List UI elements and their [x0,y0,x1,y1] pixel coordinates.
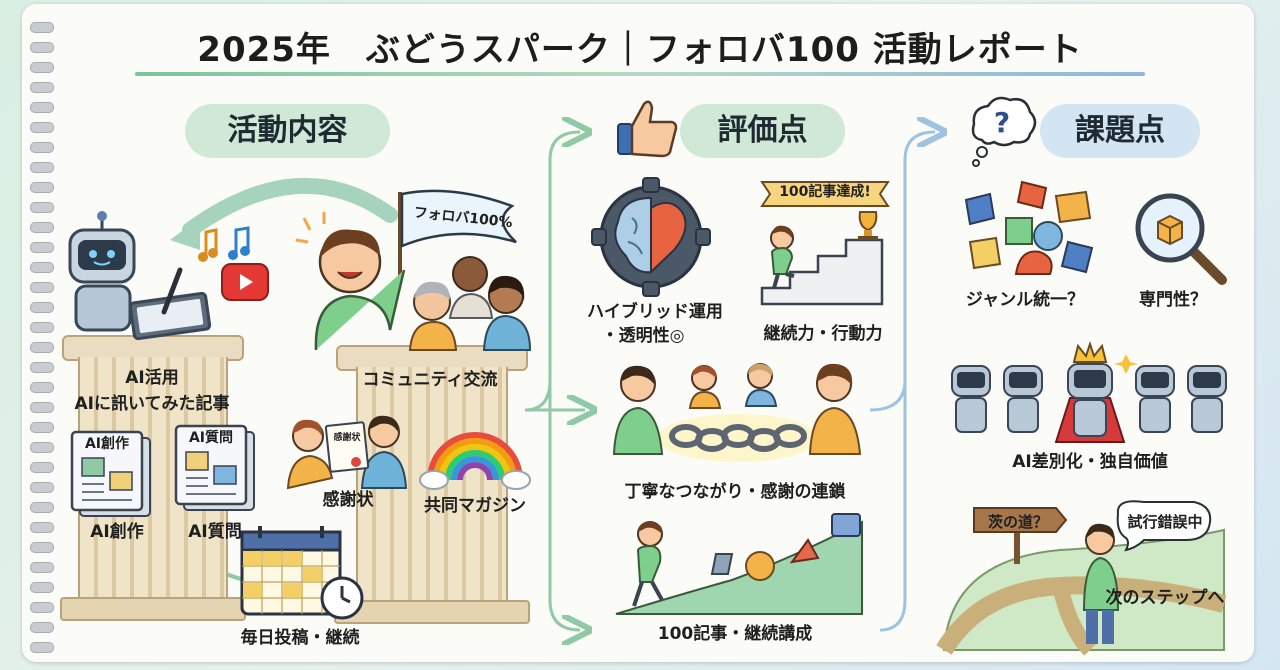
community-people-icon [295,212,532,351]
brain-heart-gear-icon [591,177,711,297]
heading-issues: 課題点 [1040,104,1200,158]
label-daily-posting: 毎日投稿・継続 [240,628,360,648]
label-ai-question: AI質問 [188,522,242,542]
page-title: 2025年 ぶどうスパーク｜フォロバ100 活動レポート [197,30,1083,70]
robots-crowd-icon [951,340,1227,443]
doc-ai-create-title: AI創作 [84,436,130,452]
label-hybrid-1: ハイブリッド運用 [587,302,723,322]
stairs-trophy-icon [760,211,884,306]
pillar-right-base [334,600,530,624]
pillar-left-label: AI活用 [125,368,179,388]
flag-icon [398,189,517,280]
label-expertise: 専門性？ [1139,290,1207,310]
label-achievement: 100記事・継続講成 [657,624,813,644]
pillar-left-sublabel: AIに訊いてみた記事 [74,394,230,414]
heading-activity: 活動内容 [185,104,390,158]
video-play-icon [221,263,269,301]
label-genre-unification: ジャンル統一？ [965,290,1085,310]
title-underline [135,72,1145,76]
certificate-text: 感謝状 [333,433,361,443]
label-next-step: 次のステップへ [1105,588,1225,608]
label-thanks: 感謝状 [322,490,374,510]
scattered-blocks-icon [964,180,1094,275]
label-magazine: 共同マガジン [424,496,526,516]
mountain-climb-icon [615,513,863,615]
rainbow-icon [419,432,531,490]
question-cloud-icon: ? [971,96,1037,167]
chain-connection-icon [612,363,862,462]
label-ai-differentiation: AI差別化・独自価値 [1012,452,1168,472]
crossroads-icon [936,500,1227,656]
label-ai-create: AI創作 [90,522,144,542]
pillar-right-label: コミュニティ交流 [362,370,498,390]
music-note-icon [198,226,250,262]
document-ai-create-icon [70,430,151,517]
signpost-text: 茨の道？ [987,513,1048,531]
label-hybrid-2: ・透明性◎ [601,326,685,346]
label-connection: 丁寧なつながり・感謝の連鎖 [624,482,846,502]
banner-ribbon [760,181,890,207]
doc-ai-question-title: AI質問 [188,430,234,446]
magnifier-icon [1135,193,1227,285]
pillar-left-base [60,597,246,621]
heading-evaluation: 評価点 [680,104,845,158]
thank-you-certificate-icon [286,415,408,490]
speech-bubble-text: 試行錯誤中 [1127,513,1203,531]
label-continuity: 継続力・行動力 [763,324,883,344]
svg-text:?: ? [994,106,1010,139]
thumbs-up-icon [617,100,678,158]
calendar-icon [240,526,364,620]
robot-icon [68,211,212,341]
document-ai-question-icon [174,424,255,511]
banner-100-articles: 100記事達成! [779,184,871,200]
